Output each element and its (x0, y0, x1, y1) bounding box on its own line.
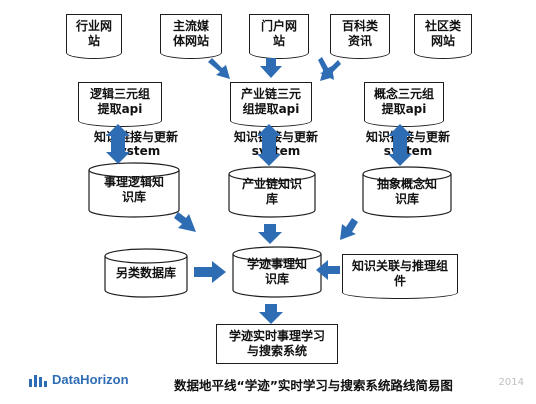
output-system: 学迹实时事理学习与搜索系统 (216, 324, 338, 364)
arrow-logic-api-to-kb (106, 124, 130, 164)
bar-chart-logo-icon (29, 374, 47, 387)
arrow-concept-api-to-kb (388, 124, 412, 166)
other-db-cylinder: 另类数据库 (104, 248, 188, 298)
arrow-logic-kb-to-core (174, 212, 196, 232)
api-concept-triple: 概念三元组提取api (364, 82, 444, 127)
diagram-caption: 数据地平线“学迹”实时学习与搜索系统路线简易图 (174, 378, 453, 393)
arrow-concept-kb-to-core (340, 218, 358, 240)
kb-industry-cylinder: 产业链知识库 (228, 166, 316, 218)
source-media-sites: 主流媒体网站 (160, 14, 222, 59)
brand-name: DataHorizon (52, 372, 129, 387)
kb-logic-cylinder: 事理逻辑知识库 (88, 162, 180, 218)
arrow-other-db-to-core (194, 261, 226, 283)
arrow-core-to-output (259, 304, 283, 324)
arrow-industry-kb-to-core (258, 224, 282, 244)
arrow-inference-to-core (316, 260, 340, 280)
core-kb-cylinder: 学迹事理知识库 (232, 246, 322, 298)
arrow-portal-to-industry-api (260, 58, 282, 78)
brand-logo: DataHorizon (28, 372, 129, 387)
source-encyclopedia: 百科类资讯 (330, 14, 390, 59)
arrow-industry-api-to-kb (257, 124, 281, 166)
watermark: 2014 (498, 377, 524, 388)
arrow-media-to-industry-api (208, 58, 230, 79)
arrow-community-to-concept-api (318, 57, 334, 80)
kb-concept-cylinder: 抽象概念知识库 (362, 166, 452, 218)
